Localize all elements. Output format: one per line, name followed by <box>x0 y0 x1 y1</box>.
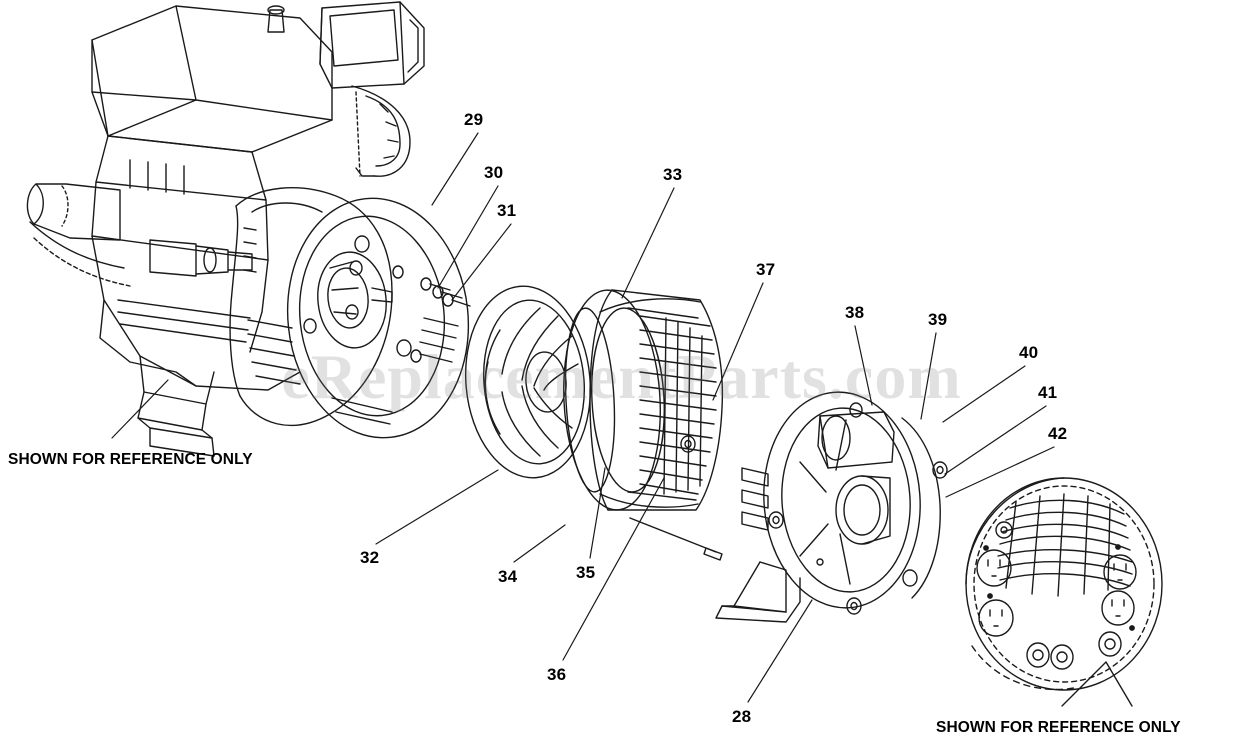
callout-37: 37 <box>756 260 776 279</box>
reference-note-right: SHOWN FOR REFERENCE ONLY <box>936 719 1181 736</box>
outlet-lower-left <box>978 599 1014 637</box>
callout-leader-lines <box>111 132 1055 703</box>
engine-assembly-reference <box>26 1 425 457</box>
callout-31: 31 <box>497 201 517 220</box>
callout-34: 34 <box>498 567 518 586</box>
callout-29: 29 <box>464 110 484 129</box>
rotor-stator-core <box>563 289 724 561</box>
callout-42: 42 <box>1048 424 1068 443</box>
callout-35: 35 <box>576 563 596 582</box>
cooling-fan <box>464 285 592 479</box>
callout-38: 38 <box>845 303 865 322</box>
callout-36: 36 <box>547 665 567 684</box>
callout-32: 32 <box>360 548 380 567</box>
rotor-end-plate <box>286 197 471 439</box>
end-bracket <box>715 391 948 623</box>
callout-40: 40 <box>1019 343 1039 362</box>
callout-41: 41 <box>1038 383 1058 402</box>
control-panel-cover <box>965 477 1163 707</box>
callout-33: 33 <box>663 165 683 184</box>
reference-note-left: SHOWN FOR REFERENCE ONLY <box>8 451 253 468</box>
callout-28: 28 <box>732 707 752 726</box>
outlet-lower-right <box>1101 590 1135 626</box>
outlet-upper-left <box>976 549 1012 587</box>
callout-30: 30 <box>484 163 504 182</box>
callout-39: 39 <box>928 310 948 329</box>
outlet-upper-right <box>1103 554 1137 590</box>
